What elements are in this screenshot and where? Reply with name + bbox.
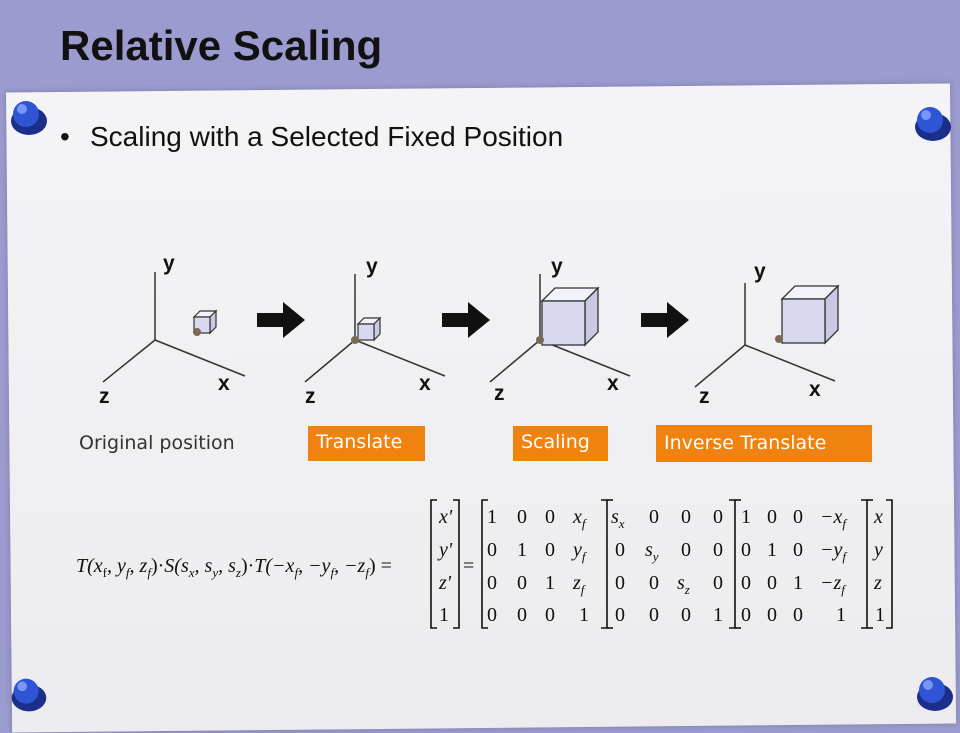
svg-text:0: 0	[487, 604, 497, 626]
svg-text:0: 0	[741, 604, 751, 626]
svg-text:=: =	[463, 555, 474, 577]
svg-text:0: 0	[793, 604, 803, 626]
svg-text:0: 0	[767, 506, 777, 528]
svg-text:zf: zf	[572, 572, 587, 597]
svg-text:0: 0	[681, 539, 691, 561]
svg-text:0: 0	[545, 604, 555, 626]
axes-original	[102, 272, 246, 383]
svg-text:1: 1	[793, 572, 803, 594]
svg-text:yf: yf	[571, 539, 588, 564]
svg-text:0: 0	[517, 506, 527, 528]
svg-text:0: 0	[793, 506, 803, 528]
axes-translate	[304, 274, 446, 383]
svg-text:y: y	[872, 539, 883, 561]
bullet-item: • Scaling with a Selected Fixed Position	[60, 121, 563, 153]
svg-text:y': y'	[437, 539, 453, 561]
svg-text:0: 0	[681, 604, 691, 626]
step-label-scaling: Scaling	[513, 426, 608, 461]
svg-text:0: 0	[741, 539, 751, 561]
svg-text:−xf: −xf	[820, 506, 848, 531]
svg-text:0: 0	[545, 539, 555, 561]
svg-text:0: 0	[713, 572, 723, 594]
svg-text:z': z'	[438, 572, 452, 594]
step-label-translate: Translate	[308, 426, 425, 461]
arrow-right-icon	[641, 302, 689, 338]
axis-label-z: z	[99, 385, 110, 408]
svg-text:z: z	[873, 572, 882, 594]
fixed-point	[775, 335, 783, 343]
svg-text:1: 1	[579, 604, 589, 626]
svg-text:0: 0	[713, 539, 723, 561]
bullet-icon: •	[60, 121, 70, 152]
svg-text:−yf: −yf	[820, 539, 848, 564]
pushpin-icon	[917, 677, 953, 711]
axis-label-y: y	[754, 260, 766, 283]
axis-label-y: y	[366, 255, 378, 278]
axes-inverse-translate	[694, 283, 836, 388]
fixed-point	[193, 328, 201, 336]
axis-label-z: z	[494, 382, 505, 405]
svg-text:1: 1	[517, 539, 527, 561]
svg-text:0: 0	[649, 604, 659, 626]
svg-text:1: 1	[741, 506, 751, 528]
axis-label-y: y	[551, 255, 563, 278]
scaling-steps-diagram	[102, 272, 839, 388]
svg-text:xf: xf	[572, 506, 588, 531]
svg-text:1: 1	[545, 572, 555, 594]
svg-text:1: 1	[487, 506, 497, 528]
svg-text:0: 0	[649, 506, 659, 528]
svg-text:0: 0	[767, 604, 777, 626]
svg-text:0: 0	[741, 572, 751, 594]
svg-text:1: 1	[836, 604, 846, 626]
svg-text:sx: sx	[611, 506, 625, 531]
axis-label-x: x	[809, 378, 821, 401]
bullet-text: Scaling with a Selected Fixed Position	[90, 121, 564, 152]
axis-label-z: z	[699, 385, 710, 408]
axis-label-z: z	[305, 385, 316, 408]
svg-text:0: 0	[615, 572, 625, 594]
axis-label-y: y	[163, 252, 175, 275]
svg-text:0: 0	[649, 572, 659, 594]
svg-text:x: x	[873, 506, 883, 528]
svg-text:0: 0	[793, 539, 803, 561]
pushpin-icon	[11, 101, 47, 135]
svg-text:sy: sy	[645, 539, 659, 564]
svg-text:0: 0	[487, 539, 497, 561]
svg-text:0: 0	[545, 506, 555, 528]
step-label-inverse-translate: Inverse Translate	[656, 425, 872, 462]
step-label-original: Original position	[79, 432, 235, 454]
slide-title: Relative Scaling	[60, 22, 383, 69]
arrow-right-icon	[442, 302, 490, 338]
svg-text:1: 1	[713, 604, 723, 626]
fixed-point	[351, 336, 359, 344]
pushpin-icon	[11, 678, 47, 712]
arrow-right-icon	[257, 302, 305, 338]
svg-text:0: 0	[713, 506, 723, 528]
svg-text:0: 0	[487, 572, 497, 594]
svg-text:0: 0	[615, 539, 625, 561]
axis-label-x: x	[419, 372, 431, 395]
axis-label-x: x	[218, 372, 230, 395]
svg-text:sz: sz	[677, 572, 690, 597]
svg-text:0: 0	[767, 572, 777, 594]
svg-text:−zf: −zf	[820, 572, 847, 597]
axis-label-x: x	[607, 372, 619, 395]
fixed-point	[536, 336, 544, 344]
svg-text:1: 1	[875, 604, 885, 626]
svg-text:0: 0	[681, 506, 691, 528]
axes-scaling	[489, 274, 631, 383]
svg-text:0: 0	[517, 604, 527, 626]
pushpin-icon	[915, 107, 951, 141]
equation-lhs: T(xf, yf, zf)·S(sx, sy, sz)·T(−xf, −yf, …	[76, 555, 392, 580]
svg-text:x': x'	[438, 506, 453, 528]
svg-text:0: 0	[615, 604, 625, 626]
svg-text:1: 1	[439, 604, 449, 626]
svg-text:0: 0	[517, 572, 527, 594]
svg-text:1: 1	[767, 539, 777, 561]
